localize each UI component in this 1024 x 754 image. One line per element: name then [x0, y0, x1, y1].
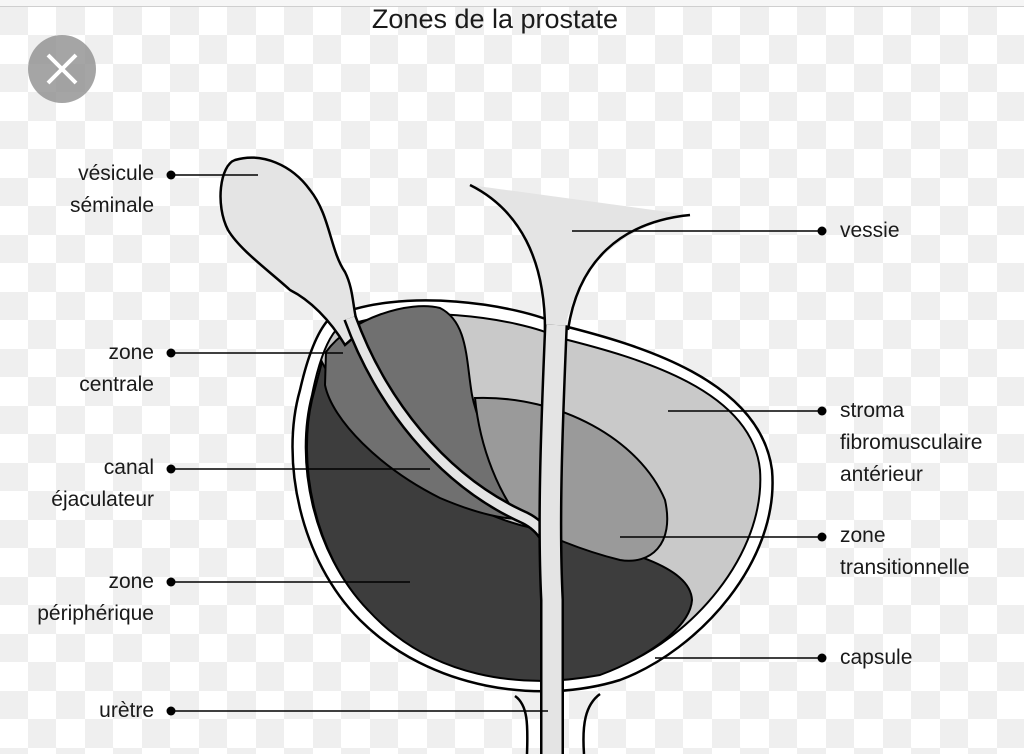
label-line: antérieur [840, 463, 923, 486]
label-line: vessie [840, 219, 900, 242]
label-line: zone [108, 341, 154, 364]
label-line: urètre [99, 699, 154, 722]
label-stroma: stroma fibromusculaire antérieur [840, 395, 982, 491]
diagram-title: Zones de la prostate [371, 4, 619, 34]
label-line: capsule [840, 646, 913, 669]
label-vesicule-seminale: vésicule séminale [70, 158, 154, 222]
label-zone-transitionnelle: zone transitionnelle [840, 520, 970, 584]
label-line: stroma [840, 399, 905, 422]
label-canal-ejaculateur: canal éjaculateur [51, 452, 154, 516]
label-vessie: vessie [840, 215, 900, 247]
urethra [540, 324, 566, 754]
label-line: zone [108, 570, 154, 593]
label-capsule: capsule [840, 642, 912, 674]
seminal-vesicle [219, 156, 362, 347]
label-line: canal [103, 456, 154, 479]
label-line: transitionnelle [840, 556, 970, 579]
label-zone-centrale: zone centrale [79, 337, 154, 401]
close-button[interactable] [28, 35, 96, 103]
label-zone-peripherique: zone périphérique [37, 566, 154, 630]
label-uretre: urètre [99, 695, 154, 727]
label-line: éjaculateur [51, 488, 154, 511]
label-line: zone [840, 524, 886, 547]
label-line: périphérique [37, 602, 154, 625]
label-line: séminale [69, 194, 154, 217]
label-line: fibromusculaire [840, 431, 983, 454]
leader-lines [171, 174, 822, 712]
label-line: centrale [79, 373, 154, 396]
bladder [470, 185, 690, 330]
close-icon [46, 53, 78, 85]
top-bar [0, 0, 1024, 7]
leader-dots [166, 170, 827, 716]
label-line: vésicule [78, 162, 154, 185]
